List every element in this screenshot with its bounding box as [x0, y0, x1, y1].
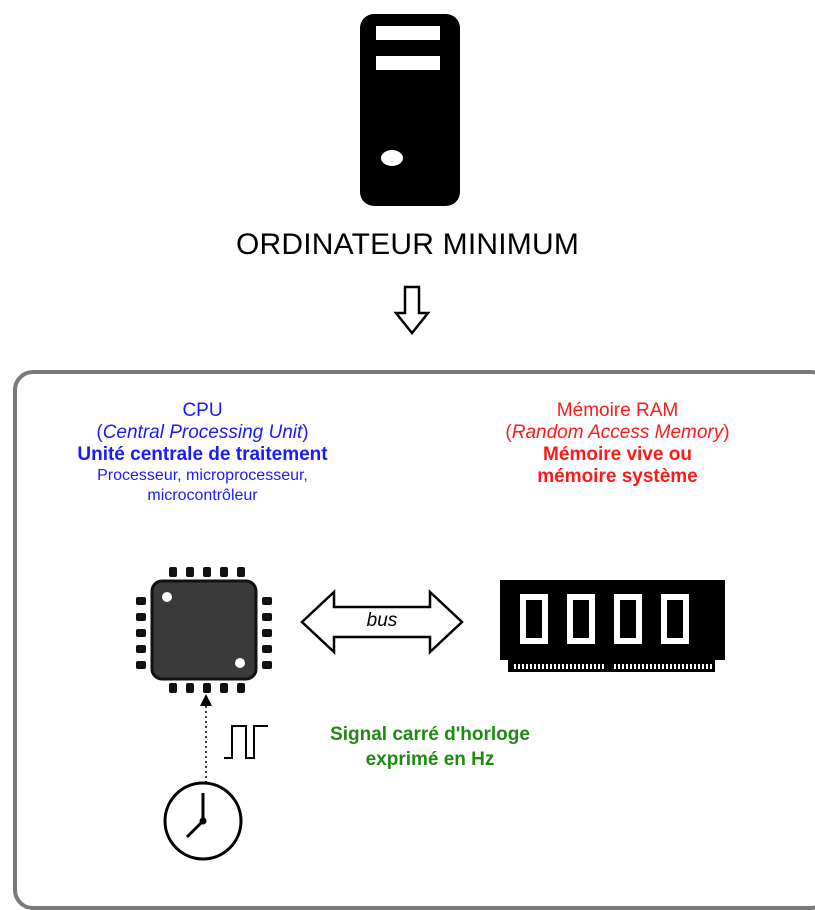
ram-contact-pin: [566, 664, 568, 669]
down-arrow-icon: [393, 285, 431, 336]
ram-contact-pin: [678, 664, 680, 669]
ram-contact-pin: [550, 664, 552, 669]
ram-contact-pin: [686, 664, 688, 669]
ram-contact-pin: [582, 664, 584, 669]
ram-contact-pin: [706, 664, 708, 669]
bus-double-arrow-icon: [300, 589, 464, 655]
ram-contact-pin: [602, 664, 604, 669]
ram-contact-pin: [518, 664, 520, 669]
ram-contact-pin: [626, 664, 628, 669]
cpu-synonyms-2: microcontrôleur: [147, 487, 258, 504]
clock-signal-description: Signal carré d'horloge exprimé en Hz: [285, 722, 575, 772]
ram-contact-pin: [526, 664, 528, 669]
ram-contact-pin: [586, 664, 588, 669]
cpu-chip-icon: [136, 567, 272, 693]
ram-contact-pin: [574, 664, 576, 669]
ram-french-name-2: mémoire système: [537, 466, 698, 487]
ram-contact-pin: [562, 664, 564, 669]
ram-contact-pin: [710, 664, 712, 669]
cpu-fullname: (Central Processing Unit): [96, 422, 309, 443]
ram-contact-pin: [514, 664, 516, 669]
ram-contact-pin: [538, 664, 540, 669]
ram-contact-pin: [638, 664, 640, 669]
ram-contact-pin: [690, 664, 692, 669]
ram-contact-pin: [634, 664, 636, 669]
ram-label: Mémoire RAM: [556, 400, 679, 421]
clock-signal-line1: Signal carré d'horloge: [330, 724, 530, 745]
ram-contact-pin: [650, 664, 652, 669]
ram-contact-pin: [642, 664, 644, 669]
ram-contact-pin: [694, 664, 696, 669]
cpu-description: CPU (Central Processing Unit) Unité cent…: [30, 400, 375, 506]
ram-contact-pin: [654, 664, 656, 669]
ram-contact-pin: [598, 664, 600, 669]
ram-contact-pin: [594, 664, 596, 669]
ram-contact-pin: [570, 664, 572, 669]
ram-fullname: (Random Access Memory): [505, 422, 730, 443]
ram-contact-pin: [658, 664, 660, 669]
ram-french-name-1: Mémoire vive ou: [543, 444, 692, 465]
ram-contact-pin: [670, 664, 672, 669]
ram-contact-pin: [682, 664, 684, 669]
ram-contact-pin: [590, 664, 592, 669]
ram-contact-pin: [622, 664, 624, 669]
page-title: ORDINATEUR MINIMUM: [235, 228, 580, 261]
ram-contact-pin: [542, 664, 544, 669]
ram-contact-pin: [534, 664, 536, 669]
ram-module-icon: [500, 580, 725, 672]
ram-contact-pin: [662, 664, 664, 669]
ram-contact-pin: [618, 664, 620, 669]
ram-contact-pin: [578, 664, 580, 669]
ram-contact-pin: [546, 664, 548, 669]
ram-contact-pin: [558, 664, 560, 669]
ram-contact-pin: [698, 664, 700, 669]
cpu-french-name: Unité centrale de traitement: [77, 444, 328, 465]
ram-description: Mémoire RAM (Random Access Memory) Mémoi…: [455, 400, 780, 488]
ram-contact-pin: [702, 664, 704, 669]
ram-contact-pin: [614, 664, 616, 669]
ram-contact-pin: [666, 664, 668, 669]
bus-label: bus: [366, 610, 398, 631]
ram-contact-pin: [646, 664, 648, 669]
cpu-label: CPU: [182, 400, 223, 421]
computer-tower-icon: [360, 14, 460, 206]
square-wave-icon: [224, 725, 268, 759]
clock-icon: [163, 781, 243, 861]
ram-contact-pin: [522, 664, 524, 669]
ram-contact-pin: [554, 664, 556, 669]
ram-contact-pin: [530, 664, 532, 669]
clock-signal-line2: exprimé en Hz: [365, 749, 495, 770]
ram-contact-pin: [674, 664, 676, 669]
ram-contact-pin: [630, 664, 632, 669]
clock-signal-line: [200, 694, 212, 788]
cpu-synonyms-1: Processeur, microprocesseur,: [97, 467, 308, 484]
